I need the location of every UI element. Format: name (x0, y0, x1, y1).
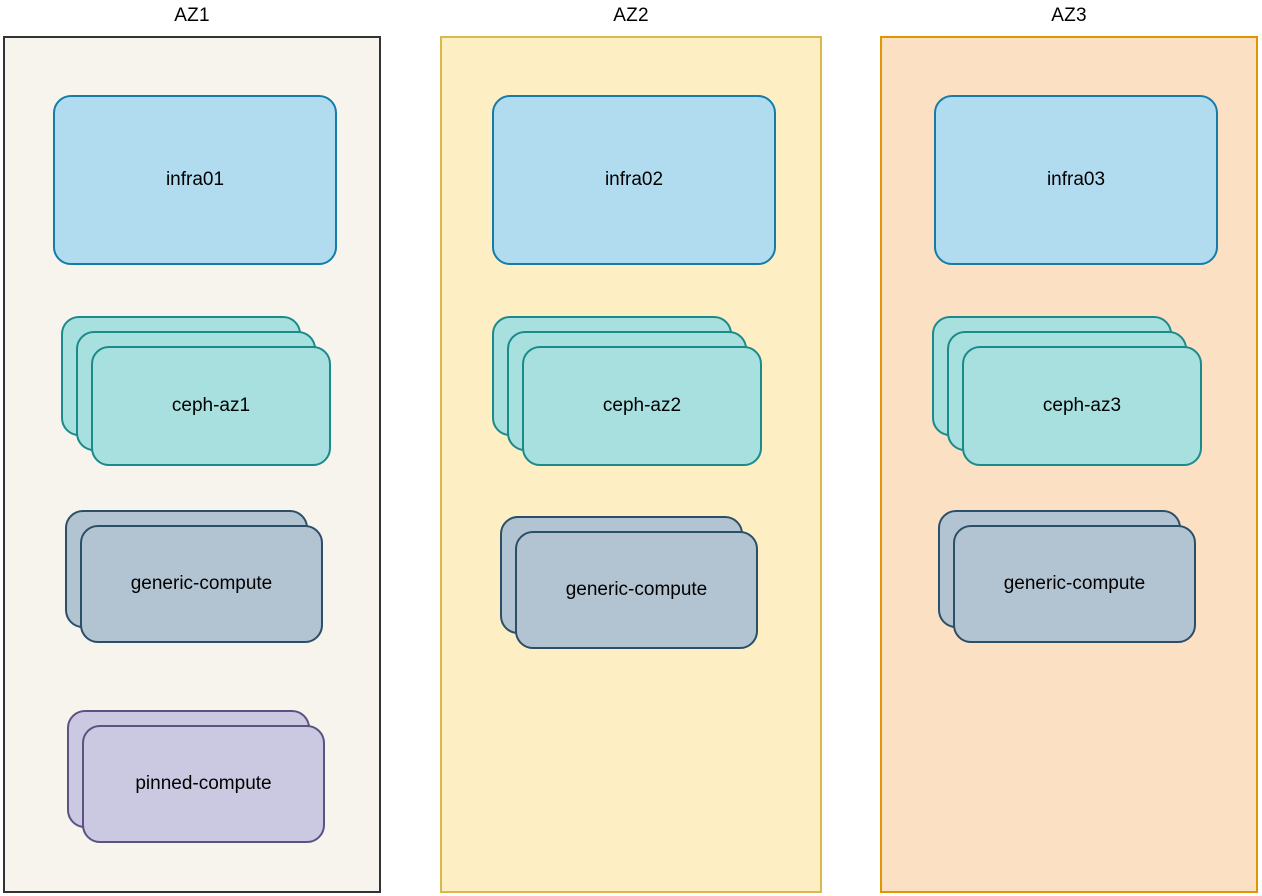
az-column-az3: AZ3 infra03 ceph-az3 generic-compute (880, 0, 1258, 896)
node-group-infra02[interactable]: infra02 (492, 95, 776, 265)
node-label-infra01: infra01 (165, 169, 225, 190)
az-column-az1: AZ1 infra01 ceph-az1 generic-compute pinned-… (3, 0, 381, 896)
node-label-ceph-az3: ceph-az3 (1042, 395, 1122, 416)
az-panel-az3[interactable]: infra03 ceph-az3 generic-compute (880, 36, 1258, 893)
node-group-ceph-az3[interactable]: ceph-az3 (932, 316, 1202, 466)
node-group-ceph-az2[interactable]: ceph-az2 (492, 316, 762, 466)
node-group-generic-compute-az1[interactable]: generic-compute (65, 510, 323, 643)
az-panel-az2[interactable]: infra02 ceph-az2 generic-compute (440, 36, 822, 893)
node-label-ceph-az2: ceph-az2 (602, 395, 682, 416)
node-card-pinned-compute-az1[interactable]: pinned-compute (82, 725, 325, 843)
node-label-pinned-compute-az1: pinned-compute (135, 773, 272, 794)
node-card-infra02[interactable]: infra02 (492, 95, 776, 265)
node-group-pinned-compute-az1[interactable]: pinned-compute (67, 710, 325, 843)
node-card-infra03[interactable]: infra03 (934, 95, 1218, 265)
az-label-az1: AZ1 (174, 5, 210, 26)
node-card-generic-compute-az1[interactable]: generic-compute (80, 525, 323, 643)
node-card-generic-compute-az3[interactable]: generic-compute (953, 525, 1196, 643)
node-group-infra01[interactable]: infra01 (53, 95, 337, 265)
node-group-generic-compute-az3[interactable]: generic-compute (938, 510, 1196, 643)
node-group-generic-compute-az2[interactable]: generic-compute (500, 516, 758, 649)
node-label-infra03: infra03 (1046, 169, 1106, 190)
node-group-ceph-az1[interactable]: ceph-az1 (61, 316, 331, 466)
az-label-az3: AZ3 (1051, 5, 1087, 26)
node-group-infra03[interactable]: infra03 (934, 95, 1218, 265)
node-label-generic-compute-az2: generic-compute (565, 579, 708, 600)
node-card-generic-compute-az2[interactable]: generic-compute (515, 531, 758, 649)
node-card-ceph-az2[interactable]: ceph-az2 (522, 346, 762, 466)
node-card-ceph-az3[interactable]: ceph-az3 (962, 346, 1202, 466)
node-label-generic-compute-az3: generic-compute (1003, 573, 1146, 594)
node-card-infra01[interactable]: infra01 (53, 95, 337, 265)
node-label-generic-compute-az1: generic-compute (130, 573, 273, 594)
node-label-infra02: infra02 (604, 169, 664, 190)
node-card-ceph-az1[interactable]: ceph-az1 (91, 346, 331, 466)
az-label-az2: AZ2 (613, 5, 649, 26)
az-panel-az1[interactable]: infra01 ceph-az1 generic-compute pinned-com… (3, 36, 381, 893)
az-column-az2: AZ2 infra02 ceph-az2 generic-compute (440, 0, 822, 896)
node-label-ceph-az1: ceph-az1 (171, 395, 251, 416)
